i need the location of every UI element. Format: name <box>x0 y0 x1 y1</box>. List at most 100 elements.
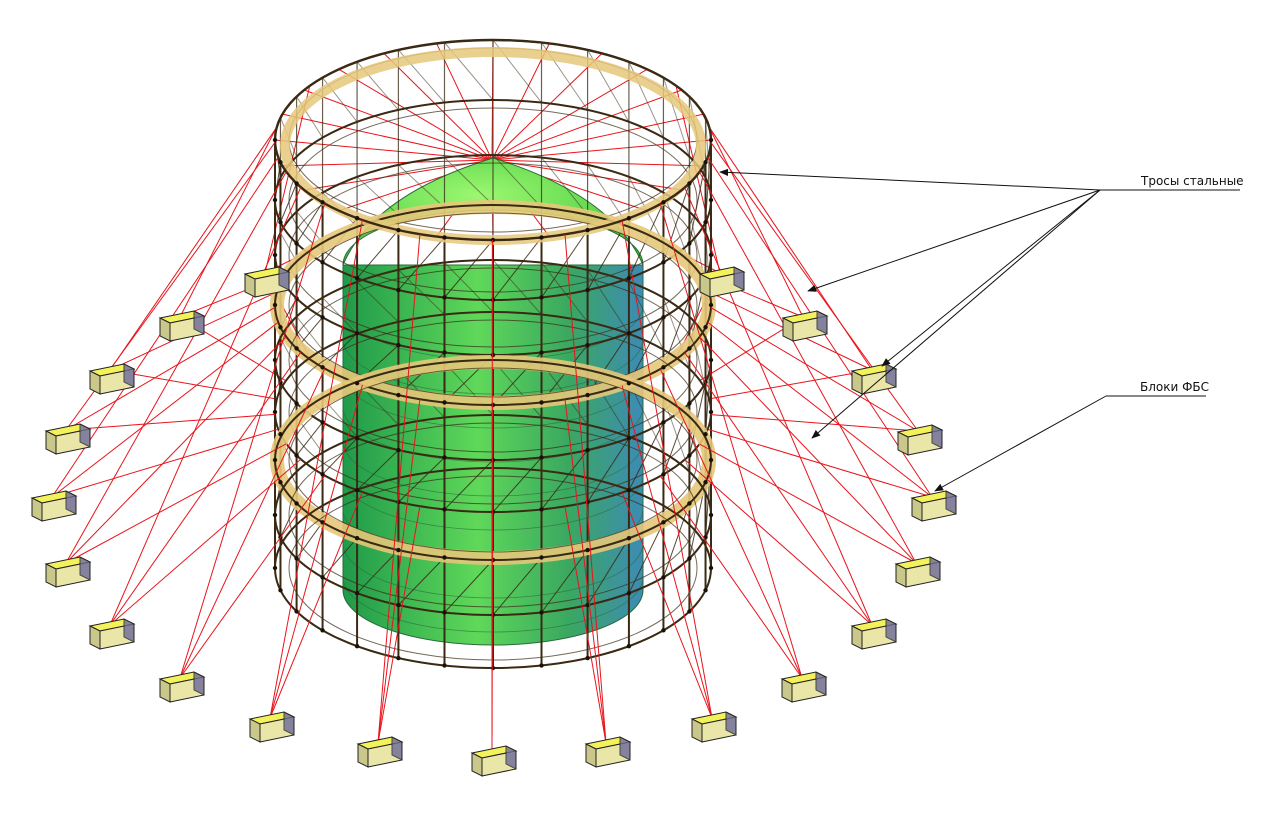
callouts: Тросы стальные Блоки ФБС <box>719 168 1244 492</box>
steel-cable <box>51 428 279 498</box>
scaffold-joint <box>687 181 692 186</box>
scaffold-brace <box>398 457 445 503</box>
fbs-block-end <box>278 266 290 291</box>
scaffold-joint <box>320 200 325 205</box>
steel-cable <box>377 234 421 744</box>
scaffold-brace <box>398 557 445 606</box>
scaffold-joint <box>708 512 714 518</box>
scaffold-joint <box>354 275 360 281</box>
steel-cable <box>710 307 919 432</box>
scaffold-brace <box>322 437 358 475</box>
scaffold-joint <box>708 137 714 143</box>
scaffold-joint <box>320 628 325 633</box>
scaffold-brace <box>356 176 399 216</box>
steel-cable <box>675 85 721 274</box>
steel-cable <box>659 203 803 679</box>
scaffold-brace <box>492 457 542 513</box>
scaffold-joint <box>661 260 666 265</box>
scaffold-joint <box>396 547 401 553</box>
fbs-block-end <box>945 490 957 515</box>
scaffold-joint <box>661 365 666 370</box>
steel-cable <box>65 306 276 431</box>
steel-cable <box>684 459 873 626</box>
scaffold-brace <box>444 559 494 613</box>
scaffold-joint <box>585 287 590 293</box>
scaffold-joint <box>272 457 278 463</box>
scaffold-joint <box>354 435 360 441</box>
steel-cable <box>179 203 326 679</box>
scaffold-joint <box>294 501 299 506</box>
scaffold-brace <box>280 183 298 223</box>
fbs-block-end <box>283 711 295 736</box>
scaffold-joint <box>626 590 632 596</box>
fbs-block-end <box>123 363 135 388</box>
fbs-block-end <box>619 736 631 761</box>
steel-cable <box>65 413 276 431</box>
scaffold-joint <box>396 287 401 293</box>
steel-cable <box>709 369 873 400</box>
steel-cable <box>269 219 363 719</box>
scaffold-joint <box>703 588 708 593</box>
steel-cable <box>179 368 326 679</box>
scaffold-joint <box>442 610 447 615</box>
scaffold-brace <box>296 316 323 350</box>
scaffold-joint <box>442 455 447 460</box>
scaffold-inner-ring <box>288 267 698 453</box>
fbs-block <box>850 363 898 395</box>
fbs-block <box>781 310 829 342</box>
scaffold-joint <box>490 612 496 618</box>
fbs-block <box>248 711 296 743</box>
cables-label: Тросы стальные <box>1140 174 1244 188</box>
cable-hub-spoke <box>282 113 493 161</box>
fbs-block-end <box>79 423 91 448</box>
scaffold-inner-ring <box>288 212 698 398</box>
scaffold-joint <box>320 315 325 320</box>
fbs-block <box>88 363 136 395</box>
scaffold-joint <box>708 357 714 363</box>
scaffold-joint <box>687 346 692 351</box>
scaffold-joint <box>320 365 325 370</box>
fbs-block-end <box>885 618 897 643</box>
scaffold-joint <box>490 352 496 358</box>
scaffold-joint <box>278 160 283 165</box>
scaffold-joint <box>708 409 714 415</box>
steel-cable <box>269 384 363 719</box>
scaffold-joint <box>687 401 692 406</box>
scaffold-joint <box>585 342 590 348</box>
steel-cable <box>51 321 279 498</box>
steel-cable <box>109 186 302 626</box>
scaffold-joint <box>490 402 496 408</box>
steel-cable <box>377 506 421 744</box>
scaffold-joint <box>278 480 283 485</box>
fbs-block <box>30 490 78 522</box>
scaffold-joint <box>626 380 632 386</box>
fbs-block-end <box>79 556 91 581</box>
steel-cable <box>659 368 803 679</box>
cables-leader-3 <box>881 189 1101 367</box>
scaffold-joint <box>354 535 360 541</box>
scaffold-joint <box>396 655 401 661</box>
scaffold-joint <box>278 325 283 330</box>
scaffold-joint <box>687 501 692 506</box>
scaffold-brace <box>296 211 323 243</box>
steel-cable <box>707 428 933 498</box>
scaffold-brace <box>541 449 588 510</box>
fbs-block-end <box>931 424 943 449</box>
scaffold-joint <box>272 197 278 203</box>
scaffold-brace <box>280 503 298 538</box>
scaffold-joint <box>354 487 360 493</box>
scaffold-joint <box>661 200 666 205</box>
fbs-block <box>584 736 632 768</box>
fbs-block <box>850 618 898 650</box>
scaffold-joint <box>703 160 708 165</box>
scaffold-brace <box>356 229 399 279</box>
fbs-block-end <box>733 266 745 291</box>
scaffold-brace <box>296 422 323 456</box>
scaffold-joint <box>272 512 278 518</box>
scaffold-joint <box>278 588 283 593</box>
scaffold-joint <box>320 472 325 477</box>
fbs-block-end <box>193 310 205 335</box>
scaffold-joint <box>687 609 692 614</box>
scaffold-joint <box>294 609 299 614</box>
scaffold-joint <box>585 447 590 453</box>
